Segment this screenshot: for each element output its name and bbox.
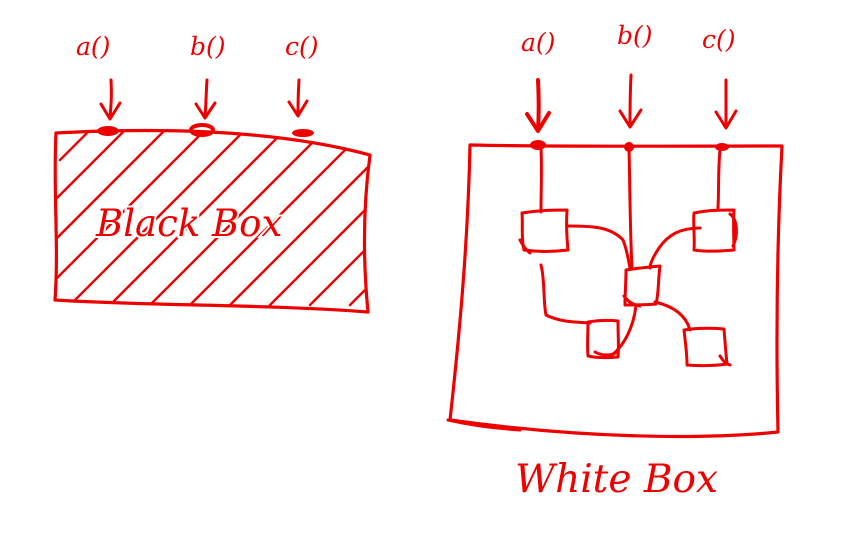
internal-wire-module-1-to-3 bbox=[565, 224, 632, 270]
internal-wire-module-3-to-4 bbox=[610, 303, 638, 357]
white-box-label: White Box bbox=[515, 457, 718, 502]
internal-module-2-mark bbox=[728, 212, 738, 248]
white-box-arrow-b bbox=[618, 73, 643, 129]
white-box-bottom-overstroke bbox=[446, 418, 522, 432]
white-box-port-a bbox=[530, 140, 546, 150]
internal-wire-module-2-to-3 bbox=[648, 226, 702, 270]
black-box-group: a() b() c() bbox=[53, 32, 372, 314]
black-box-arrow-c bbox=[287, 78, 309, 118]
internal-module-1-mark bbox=[518, 238, 532, 255]
black-box-input-label-c: c() bbox=[285, 32, 319, 61]
black-box-port-c bbox=[292, 129, 314, 137]
white-box-input-label-a: a() bbox=[521, 28, 555, 57]
white-box-group: a() b() c() bbox=[446, 21, 784, 502]
internal-wire-c bbox=[716, 148, 722, 210]
internal-module-5 bbox=[682, 326, 729, 368]
black-box-arrow-a bbox=[99, 78, 122, 121]
white-box-arrow-a bbox=[525, 78, 551, 133]
white-box-port-b bbox=[624, 142, 634, 152]
internal-wire-module-3-to-5 bbox=[653, 300, 692, 332]
white-box-port-c bbox=[715, 143, 729, 151]
internal-wire-b bbox=[627, 146, 634, 270]
black-box-input-label-b: b() bbox=[190, 32, 226, 61]
internal-module-3 bbox=[623, 264, 662, 307]
black-box-input-label-a: a() bbox=[76, 32, 110, 61]
internal-module-4-mark bbox=[593, 350, 619, 357]
internal-wire-module-1-to-4 bbox=[539, 263, 592, 325]
internal-module-2 bbox=[692, 208, 736, 253]
internal-module-5-mark bbox=[718, 354, 732, 367]
black-box-arrow-b bbox=[194, 78, 217, 120]
white-box-outline bbox=[448, 143, 784, 439]
black-box-label: Black Box bbox=[95, 202, 282, 245]
internal-module-3-mark bbox=[622, 294, 642, 308]
white-box-input-label-b: b() bbox=[617, 21, 653, 50]
white-box-arrow-c bbox=[714, 78, 738, 130]
white-box-input-label-c: c() bbox=[702, 25, 736, 54]
internal-module-4 bbox=[586, 318, 620, 360]
black-box-outline bbox=[53, 128, 372, 314]
internal-module-1 bbox=[520, 208, 570, 253]
